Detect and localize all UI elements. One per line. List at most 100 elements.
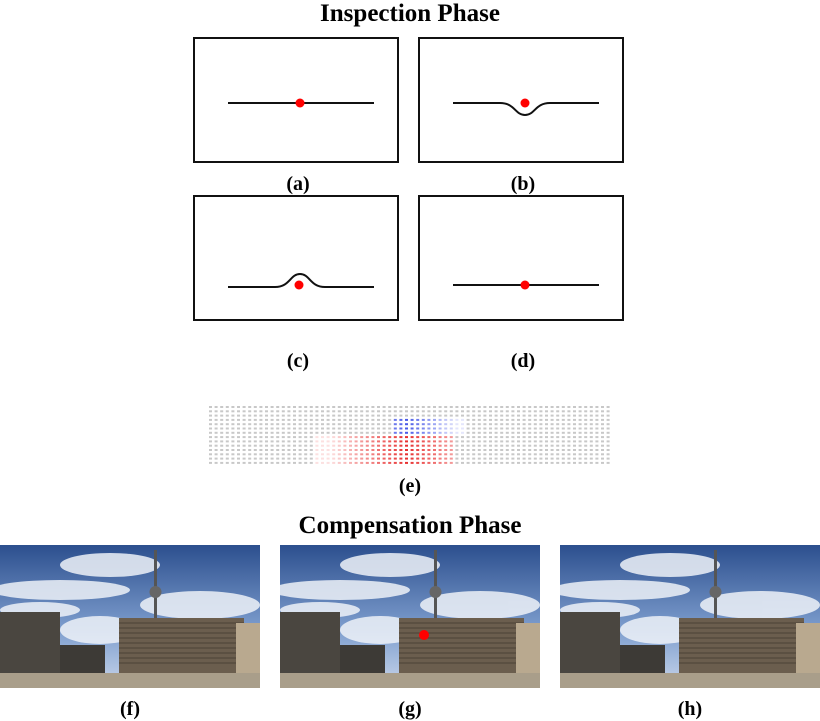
field-vector bbox=[287, 414, 291, 417]
field-vector bbox=[466, 440, 470, 443]
field-vector bbox=[545, 431, 548, 434]
field-vector bbox=[601, 461, 604, 464]
field-vector bbox=[354, 461, 358, 464]
field-vector bbox=[533, 436, 537, 439]
field-vector bbox=[343, 444, 347, 447]
field-vector bbox=[399, 461, 403, 464]
field-vector bbox=[511, 414, 515, 417]
field-vector bbox=[237, 427, 240, 430]
field-vector bbox=[326, 449, 330, 451]
field-vector bbox=[270, 406, 274, 408]
field-vector bbox=[567, 436, 571, 439]
field-vector bbox=[393, 436, 397, 439]
field-vector bbox=[455, 418, 459, 421]
field-vector bbox=[315, 453, 319, 456]
field-vector bbox=[265, 453, 268, 456]
tv-tower bbox=[154, 550, 157, 620]
field-vector bbox=[416, 427, 420, 430]
field-vector bbox=[214, 406, 218, 408]
field-vector bbox=[489, 457, 492, 460]
field-vector bbox=[259, 418, 263, 421]
panel-a bbox=[193, 37, 399, 163]
field-vector bbox=[466, 410, 470, 413]
field-vector bbox=[595, 453, 599, 456]
building-left bbox=[0, 612, 60, 677]
field-vector bbox=[388, 431, 392, 434]
field-vector bbox=[578, 414, 582, 417]
field-vector bbox=[237, 453, 240, 456]
photo-f-label: (f) bbox=[120, 698, 140, 720]
field-vector bbox=[371, 444, 375, 447]
field-vector bbox=[461, 444, 464, 447]
field-vector bbox=[337, 414, 341, 417]
field-vector bbox=[601, 406, 604, 408]
field-vector bbox=[388, 440, 392, 443]
field-vector bbox=[427, 414, 431, 417]
field-vector bbox=[237, 449, 240, 451]
field-vector bbox=[293, 427, 296, 430]
panel-c-label: (c) bbox=[286, 350, 310, 372]
field-vector bbox=[438, 444, 442, 447]
field-vector bbox=[281, 427, 285, 430]
field-vector bbox=[377, 453, 380, 456]
field-vector bbox=[550, 453, 554, 456]
field-vector bbox=[321, 453, 324, 456]
field-vector bbox=[601, 423, 604, 426]
field-vector bbox=[354, 431, 358, 434]
field-vector bbox=[511, 427, 515, 430]
field-vector bbox=[371, 449, 375, 451]
field-vector bbox=[225, 461, 229, 464]
panel-a-label: (a) bbox=[286, 173, 310, 195]
field-vector bbox=[539, 414, 543, 417]
field-vector bbox=[214, 423, 218, 426]
field-vector bbox=[595, 457, 599, 460]
field-vector bbox=[326, 461, 330, 464]
field-vector bbox=[248, 461, 252, 464]
field-vector bbox=[595, 431, 599, 434]
field-vector bbox=[209, 457, 212, 460]
field-vector bbox=[556, 453, 560, 456]
field-vector bbox=[225, 423, 229, 426]
field-vector bbox=[573, 427, 576, 430]
field-vector bbox=[220, 453, 224, 456]
field-vector bbox=[489, 427, 492, 430]
field-vector bbox=[209, 406, 212, 408]
field-vector bbox=[349, 453, 352, 456]
field-vector bbox=[511, 418, 515, 421]
field-vector bbox=[382, 457, 386, 460]
field-vector bbox=[589, 449, 593, 451]
field-vector bbox=[298, 457, 302, 460]
field-vector bbox=[601, 414, 604, 417]
field-vector bbox=[584, 427, 588, 430]
field-vector bbox=[584, 406, 588, 408]
field-vector bbox=[601, 436, 604, 439]
field-vector bbox=[438, 453, 442, 456]
field-vector bbox=[416, 410, 420, 413]
field-vector bbox=[270, 414, 274, 417]
field-vector bbox=[606, 431, 610, 434]
field-vector bbox=[455, 457, 459, 460]
field-vector bbox=[416, 414, 420, 417]
field-vector bbox=[584, 444, 588, 447]
field-vector bbox=[214, 418, 218, 421]
field-vector bbox=[455, 410, 459, 413]
field-vector bbox=[421, 410, 425, 413]
field-vector bbox=[231, 457, 235, 460]
field-vector bbox=[253, 410, 257, 413]
field-vector bbox=[533, 457, 537, 460]
field-vector bbox=[231, 427, 235, 430]
field-vector bbox=[533, 449, 537, 451]
field-vector bbox=[556, 431, 560, 434]
field-vector bbox=[606, 414, 610, 417]
field-vector bbox=[309, 427, 313, 430]
field-vector bbox=[276, 418, 280, 421]
field-vector bbox=[584, 418, 588, 421]
field-vector bbox=[500, 410, 504, 413]
field-vector bbox=[455, 406, 459, 408]
field-vector bbox=[528, 436, 532, 439]
field-vector bbox=[231, 423, 235, 426]
field-vector bbox=[349, 418, 352, 421]
field-vector bbox=[505, 406, 509, 408]
field-vector bbox=[606, 457, 610, 460]
field-vector bbox=[371, 418, 375, 421]
